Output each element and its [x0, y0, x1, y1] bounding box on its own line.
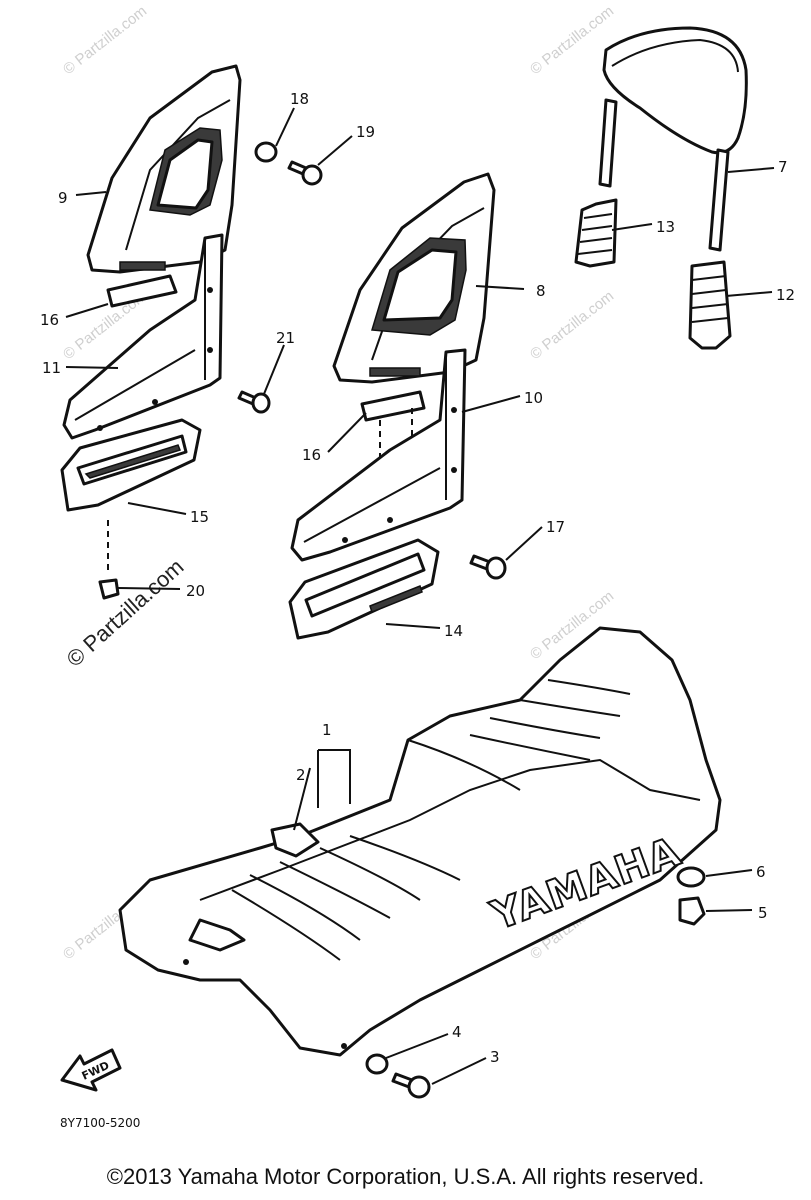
copyright-notice: ©2013 Yamaha Motor Corporation, U.S.A. A…: [106, 1164, 705, 1189]
label-part-15: 15: [190, 508, 209, 526]
label-part-11: 11: [42, 359, 61, 377]
label-part-21: 21: [276, 329, 295, 347]
label-part-9: 9: [58, 189, 68, 207]
label-part-1: 1: [322, 721, 332, 739]
part-14-armrest-pad-right: [288, 538, 440, 640]
part-18-cap: [254, 141, 278, 163]
label-part-12: 12: [776, 286, 795, 304]
part-6-damper: [676, 866, 706, 888]
label-part-7: 7: [778, 158, 788, 176]
label-part-5: 5: [758, 904, 768, 922]
reference-numbers: 1 2 3 4 5 6 7 8 9 10 11 12 13 14 15 16 1…: [40, 90, 795, 1066]
part-13-rubber-boot: [574, 198, 618, 268]
watermark-text: © Partzilla.com: [60, 3, 150, 79]
label-part-13: 13: [656, 218, 675, 236]
part-19-screw: [287, 160, 323, 186]
label-part-18: 18: [290, 90, 309, 108]
label-part-17: 17: [546, 518, 565, 536]
label-part-14: 14: [444, 622, 463, 640]
label-part-16-left: 16: [40, 311, 59, 329]
part-5-nut: [678, 896, 706, 926]
label-part-3: 3: [490, 1048, 500, 1066]
part-9-backrest-cover-left: [86, 64, 242, 274]
part-20-clip: [98, 520, 120, 600]
leader-lines: [65, 107, 775, 1085]
part-11-bracket-left: [62, 233, 224, 440]
part-21-screw: [237, 390, 271, 414]
part-17-screw: [469, 554, 507, 580]
label-part-16-right: 16: [302, 446, 321, 464]
part-7-backrest: [598, 26, 748, 252]
watermark-main: © Partzilla.com: [62, 554, 189, 672]
diagram-code: 8Y7100-5200: [60, 1116, 140, 1130]
label-part-4: 4: [452, 1023, 462, 1041]
label-part-20: 20: [186, 582, 205, 600]
part-8-backrest-cover-right: [332, 172, 496, 384]
part-10-bracket-right: [290, 348, 467, 562]
part-1-seat: YAMAHA: [118, 626, 722, 1057]
part-3-bolt: [391, 1072, 431, 1099]
part-16-pad-left: [106, 274, 178, 308]
part-12-rubber-boot: [688, 260, 732, 350]
part-15-armrest-pad-left: [60, 418, 202, 512]
label-part-2: 2: [296, 766, 306, 784]
forward-arrow-icon: FWD: [60, 1048, 122, 1092]
label-part-8: 8: [536, 282, 546, 300]
label-part-19: 19: [356, 123, 375, 141]
part-4-washer: [365, 1053, 389, 1075]
label-part-10: 10: [524, 389, 543, 407]
label-part-6: 6: [756, 863, 766, 881]
